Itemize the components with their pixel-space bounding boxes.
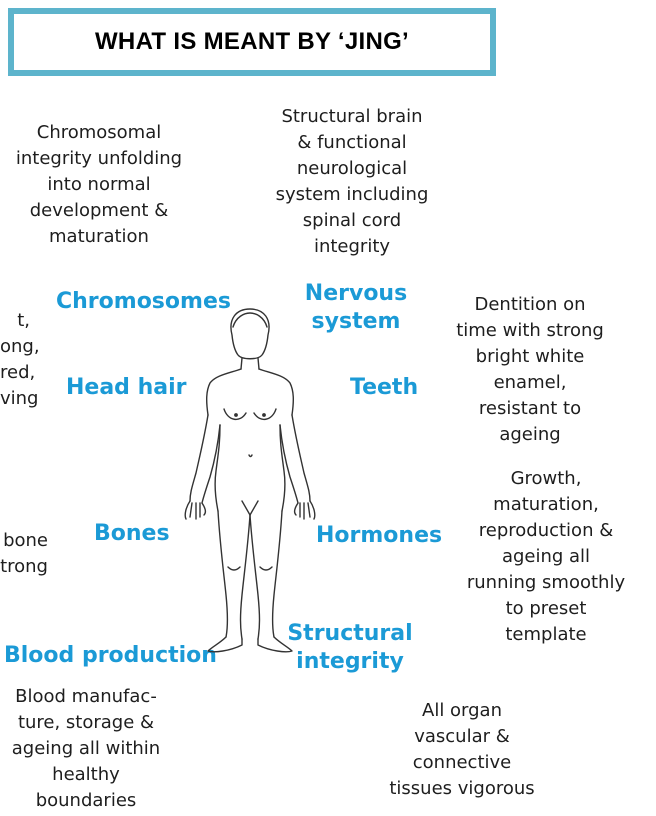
structural-integrity-description: All organ vascular & connective tissues … (372, 698, 552, 802)
chromosomes-description: Chromosomal integrity unfolding into nor… (4, 120, 194, 250)
blood-production-description: Blood manufac- ture, storage & ageing al… (0, 684, 172, 814)
hormones-label: Hormones (316, 522, 442, 550)
head-hair-label: Head hair (66, 374, 186, 402)
hormones-description: Growth, maturation, reproduction & agein… (454, 466, 638, 648)
human-figure-illustration (170, 305, 330, 657)
title-box: WHAT IS MEANT BY ‘JING’ (8, 8, 496, 76)
page-title: WHAT IS MEANT BY ‘JING’ (95, 28, 409, 56)
bones-label: Bones (94, 520, 170, 548)
teeth-description: Dentition on time with strong bright whi… (444, 292, 616, 448)
head-outline (231, 309, 269, 359)
nervous-system-description: Structural brain & functional neurologic… (262, 104, 442, 260)
head-hair-description-partial: t, ong, red, ving (0, 308, 30, 412)
bones-description-partial: bone trong (0, 528, 48, 580)
teeth-label: Teeth (350, 374, 418, 402)
